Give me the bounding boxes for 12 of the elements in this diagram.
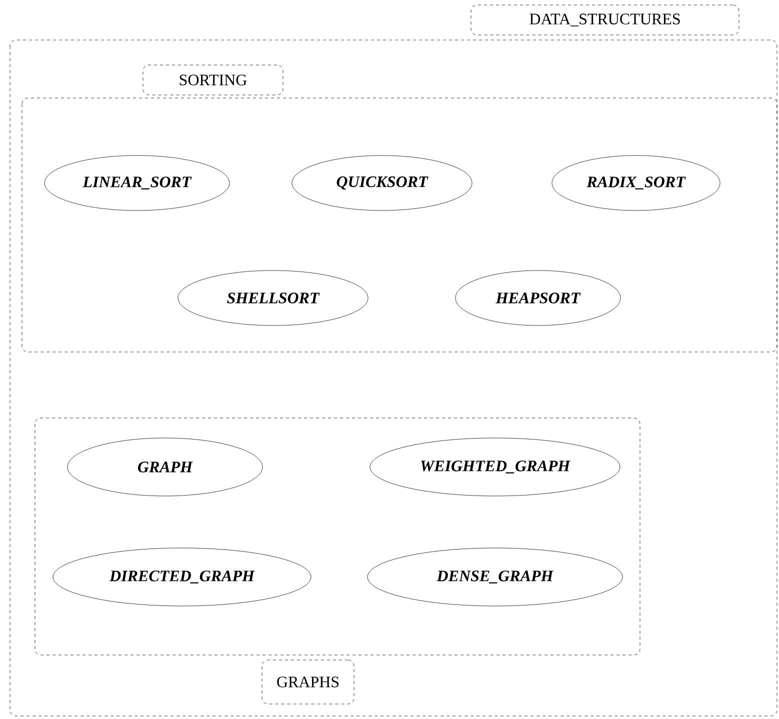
ellipse-node: DENSE_GRAPH bbox=[367, 548, 623, 606]
ellipse-node: WEIGHTED_GRAPH bbox=[370, 438, 620, 496]
ellipse-node: DIRECTED_GRAPH bbox=[52, 548, 312, 606]
ellipse-node: GRAPH bbox=[67, 438, 263, 496]
ellipse-node: HEAPSORT bbox=[455, 270, 621, 326]
ellipse-node: SHELLSORT bbox=[178, 270, 368, 326]
node-label: GRAPHS bbox=[277, 676, 339, 688]
node-label: SORTING bbox=[180, 74, 247, 86]
ellipse-node: RADIX_SORT bbox=[552, 155, 720, 211]
ellipse-node: QUICKSORT bbox=[292, 155, 472, 211]
node-label: DATA_STRUCTURES bbox=[530, 14, 680, 26]
ellipse-node: LINEAR_SORT bbox=[44, 155, 230, 211]
